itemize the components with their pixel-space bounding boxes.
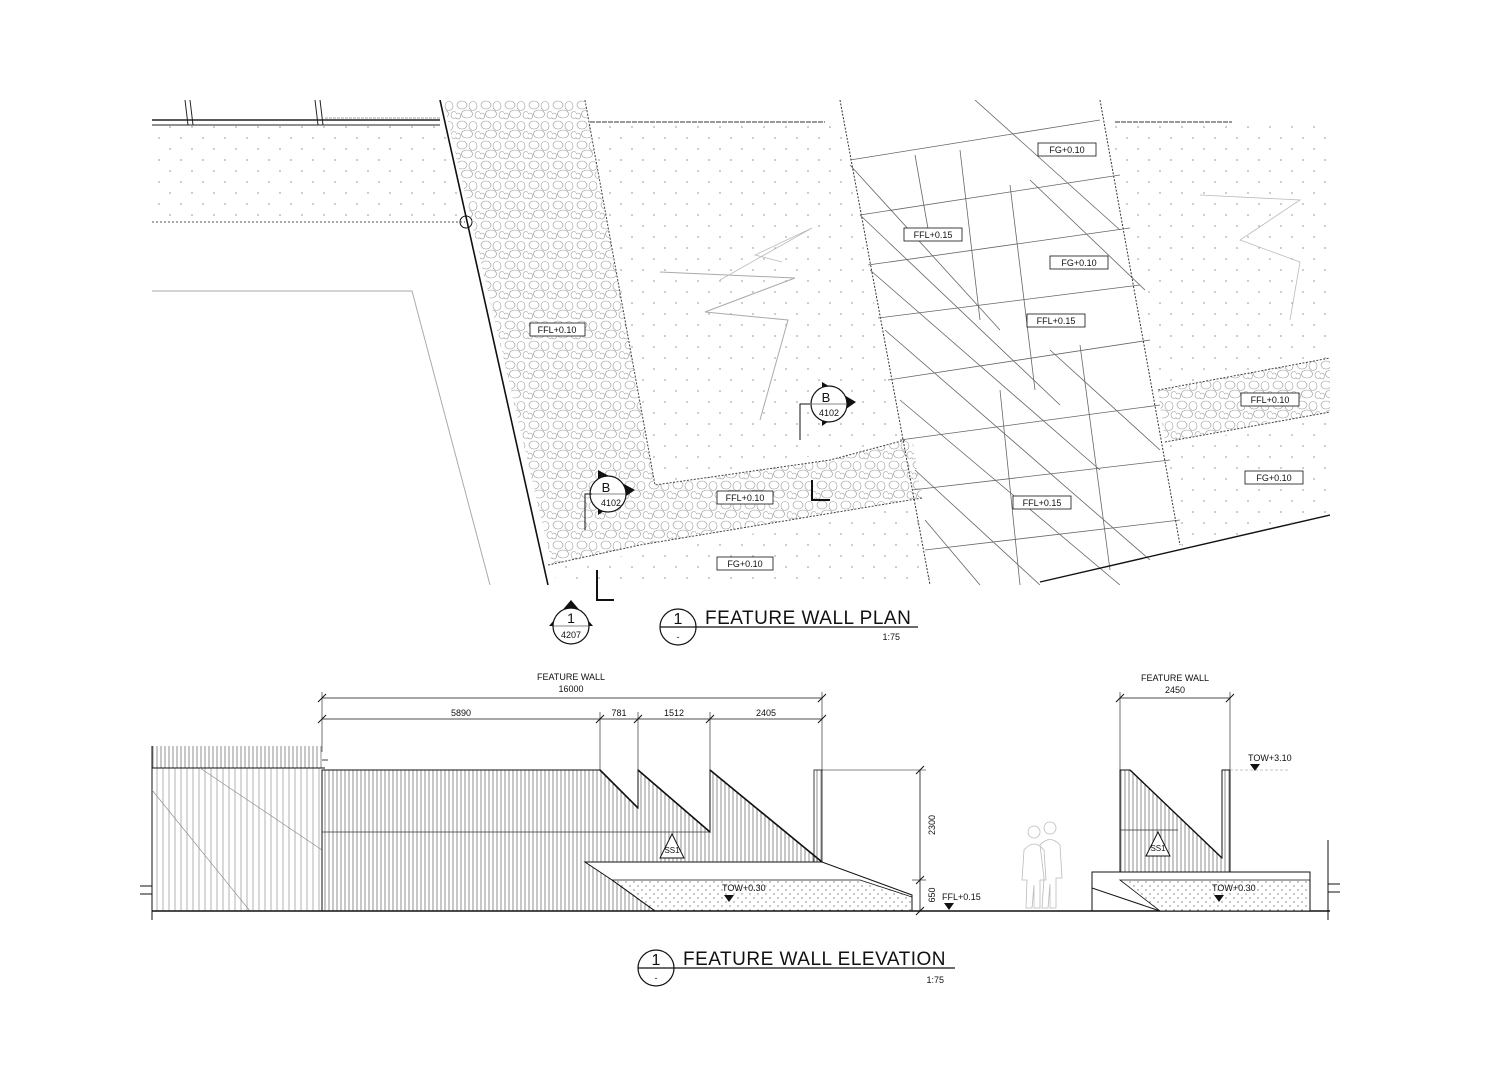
- svg-text:1: 1: [652, 952, 661, 969]
- svg-text:2300: 2300: [927, 815, 937, 835]
- svg-text:FFL+0.15: FFL+0.15: [1023, 498, 1062, 508]
- svg-text:FFL+0.15: FFL+0.15: [942, 892, 981, 902]
- people-silhouette: [1021, 821, 1063, 909]
- svg-text:FEATURE WALL: FEATURE WALL: [1141, 673, 1209, 683]
- level-tag: FFL+0.10: [716, 490, 774, 505]
- svg-text:1512: 1512: [664, 708, 684, 718]
- elevation-title: FEATURE WALL ELEVATION: [683, 949, 946, 970]
- svg-text:-: -: [677, 632, 680, 642]
- level-tag: FFL+0.10: [529, 322, 586, 337]
- plan-title: FEATURE WALL PLAN: [705, 608, 911, 629]
- material-tag-ss1: SS1: [659, 832, 685, 859]
- plan-title-block: 1 - FEATURE WALL PLAN 1:75: [659, 608, 918, 646]
- level-tag: FFL+0.15: [903, 227, 963, 242]
- level-tag: FG+0.10: [716, 556, 774, 571]
- level-tag: FG+0.10: [1244, 470, 1304, 485]
- material-tag-ss1-side: SS1: [1145, 830, 1171, 857]
- svg-text:4207: 4207: [561, 630, 581, 640]
- svg-text:1:75: 1:75: [882, 632, 900, 642]
- svg-text:5890: 5890: [451, 708, 471, 718]
- svg-text:SS1: SS1: [664, 846, 680, 855]
- plan-level-tags: FFL+0.10 FFL+0.10 FG+0.10 FG+0.10 FFL+0.…: [529, 142, 1304, 571]
- svg-text:-: -: [655, 973, 658, 983]
- svg-text:4102: 4102: [601, 498, 621, 508]
- level-tag: FFL+0.15: [1026, 313, 1086, 328]
- svg-text:B: B: [602, 480, 611, 495]
- level-tag: FG+0.10: [1049, 255, 1109, 270]
- svg-text:TOW+0.30: TOW+0.30: [722, 883, 766, 893]
- svg-text:FG+0.10: FG+0.10: [1061, 258, 1096, 268]
- elevation-title-block: 1 - FEATURE WALL ELEVATION 1:75: [637, 949, 955, 987]
- svg-text:SS1: SS1: [1150, 844, 1166, 853]
- svg-text:1: 1: [567, 610, 575, 626]
- svg-text:650: 650: [927, 887, 937, 902]
- svg-text:FFL+0.15: FFL+0.15: [914, 230, 953, 240]
- svg-text:2405: 2405: [756, 708, 776, 718]
- svg-text:FFL+0.10: FFL+0.10: [1251, 395, 1290, 405]
- svg-text:FEATURE WALL: FEATURE WALL: [537, 672, 605, 682]
- section-callout-b-lower[interactable]: B 4102: [584, 470, 635, 601]
- svg-text:4102: 4102: [819, 408, 839, 418]
- svg-text:781: 781: [611, 708, 626, 718]
- elevation-drawing: FEATURE WALL 16000 5890 781 1512 2405: [140, 672, 1340, 920]
- svg-text:FFL+0.10: FFL+0.10: [538, 325, 577, 335]
- svg-text:TOW+0.30: TOW+0.30: [1212, 883, 1256, 893]
- svg-text:FFL+0.10: FFL+0.10: [726, 493, 765, 503]
- level-tag: FFL+0.15: [1012, 495, 1072, 510]
- svg-text:FFL+0.15: FFL+0.15: [1037, 316, 1076, 326]
- level-tag: FFL+0.10: [1240, 392, 1300, 407]
- svg-text:1:75: 1:75: [926, 975, 944, 985]
- svg-text:16000: 16000: [558, 684, 583, 694]
- section-marker-1-4207[interactable]: 1 4207: [549, 600, 593, 645]
- svg-text:FG+0.10: FG+0.10: [1049, 145, 1084, 155]
- plan-drawing: [152, 100, 1330, 585]
- svg-text:B: B: [822, 390, 831, 405]
- triangle-grid: [849, 100, 1181, 585]
- svg-text:2450: 2450: [1165, 685, 1185, 695]
- section-callout-b-upper[interactable]: B 4102: [799, 382, 856, 501]
- svg-text:1: 1: [674, 611, 683, 628]
- svg-text:TOW+3.10: TOW+3.10: [1248, 753, 1292, 763]
- svg-text:FG+0.10: FG+0.10: [1256, 473, 1291, 483]
- svg-text:FG+0.10: FG+0.10: [727, 559, 762, 569]
- level-tag: FG+0.10: [1037, 142, 1097, 157]
